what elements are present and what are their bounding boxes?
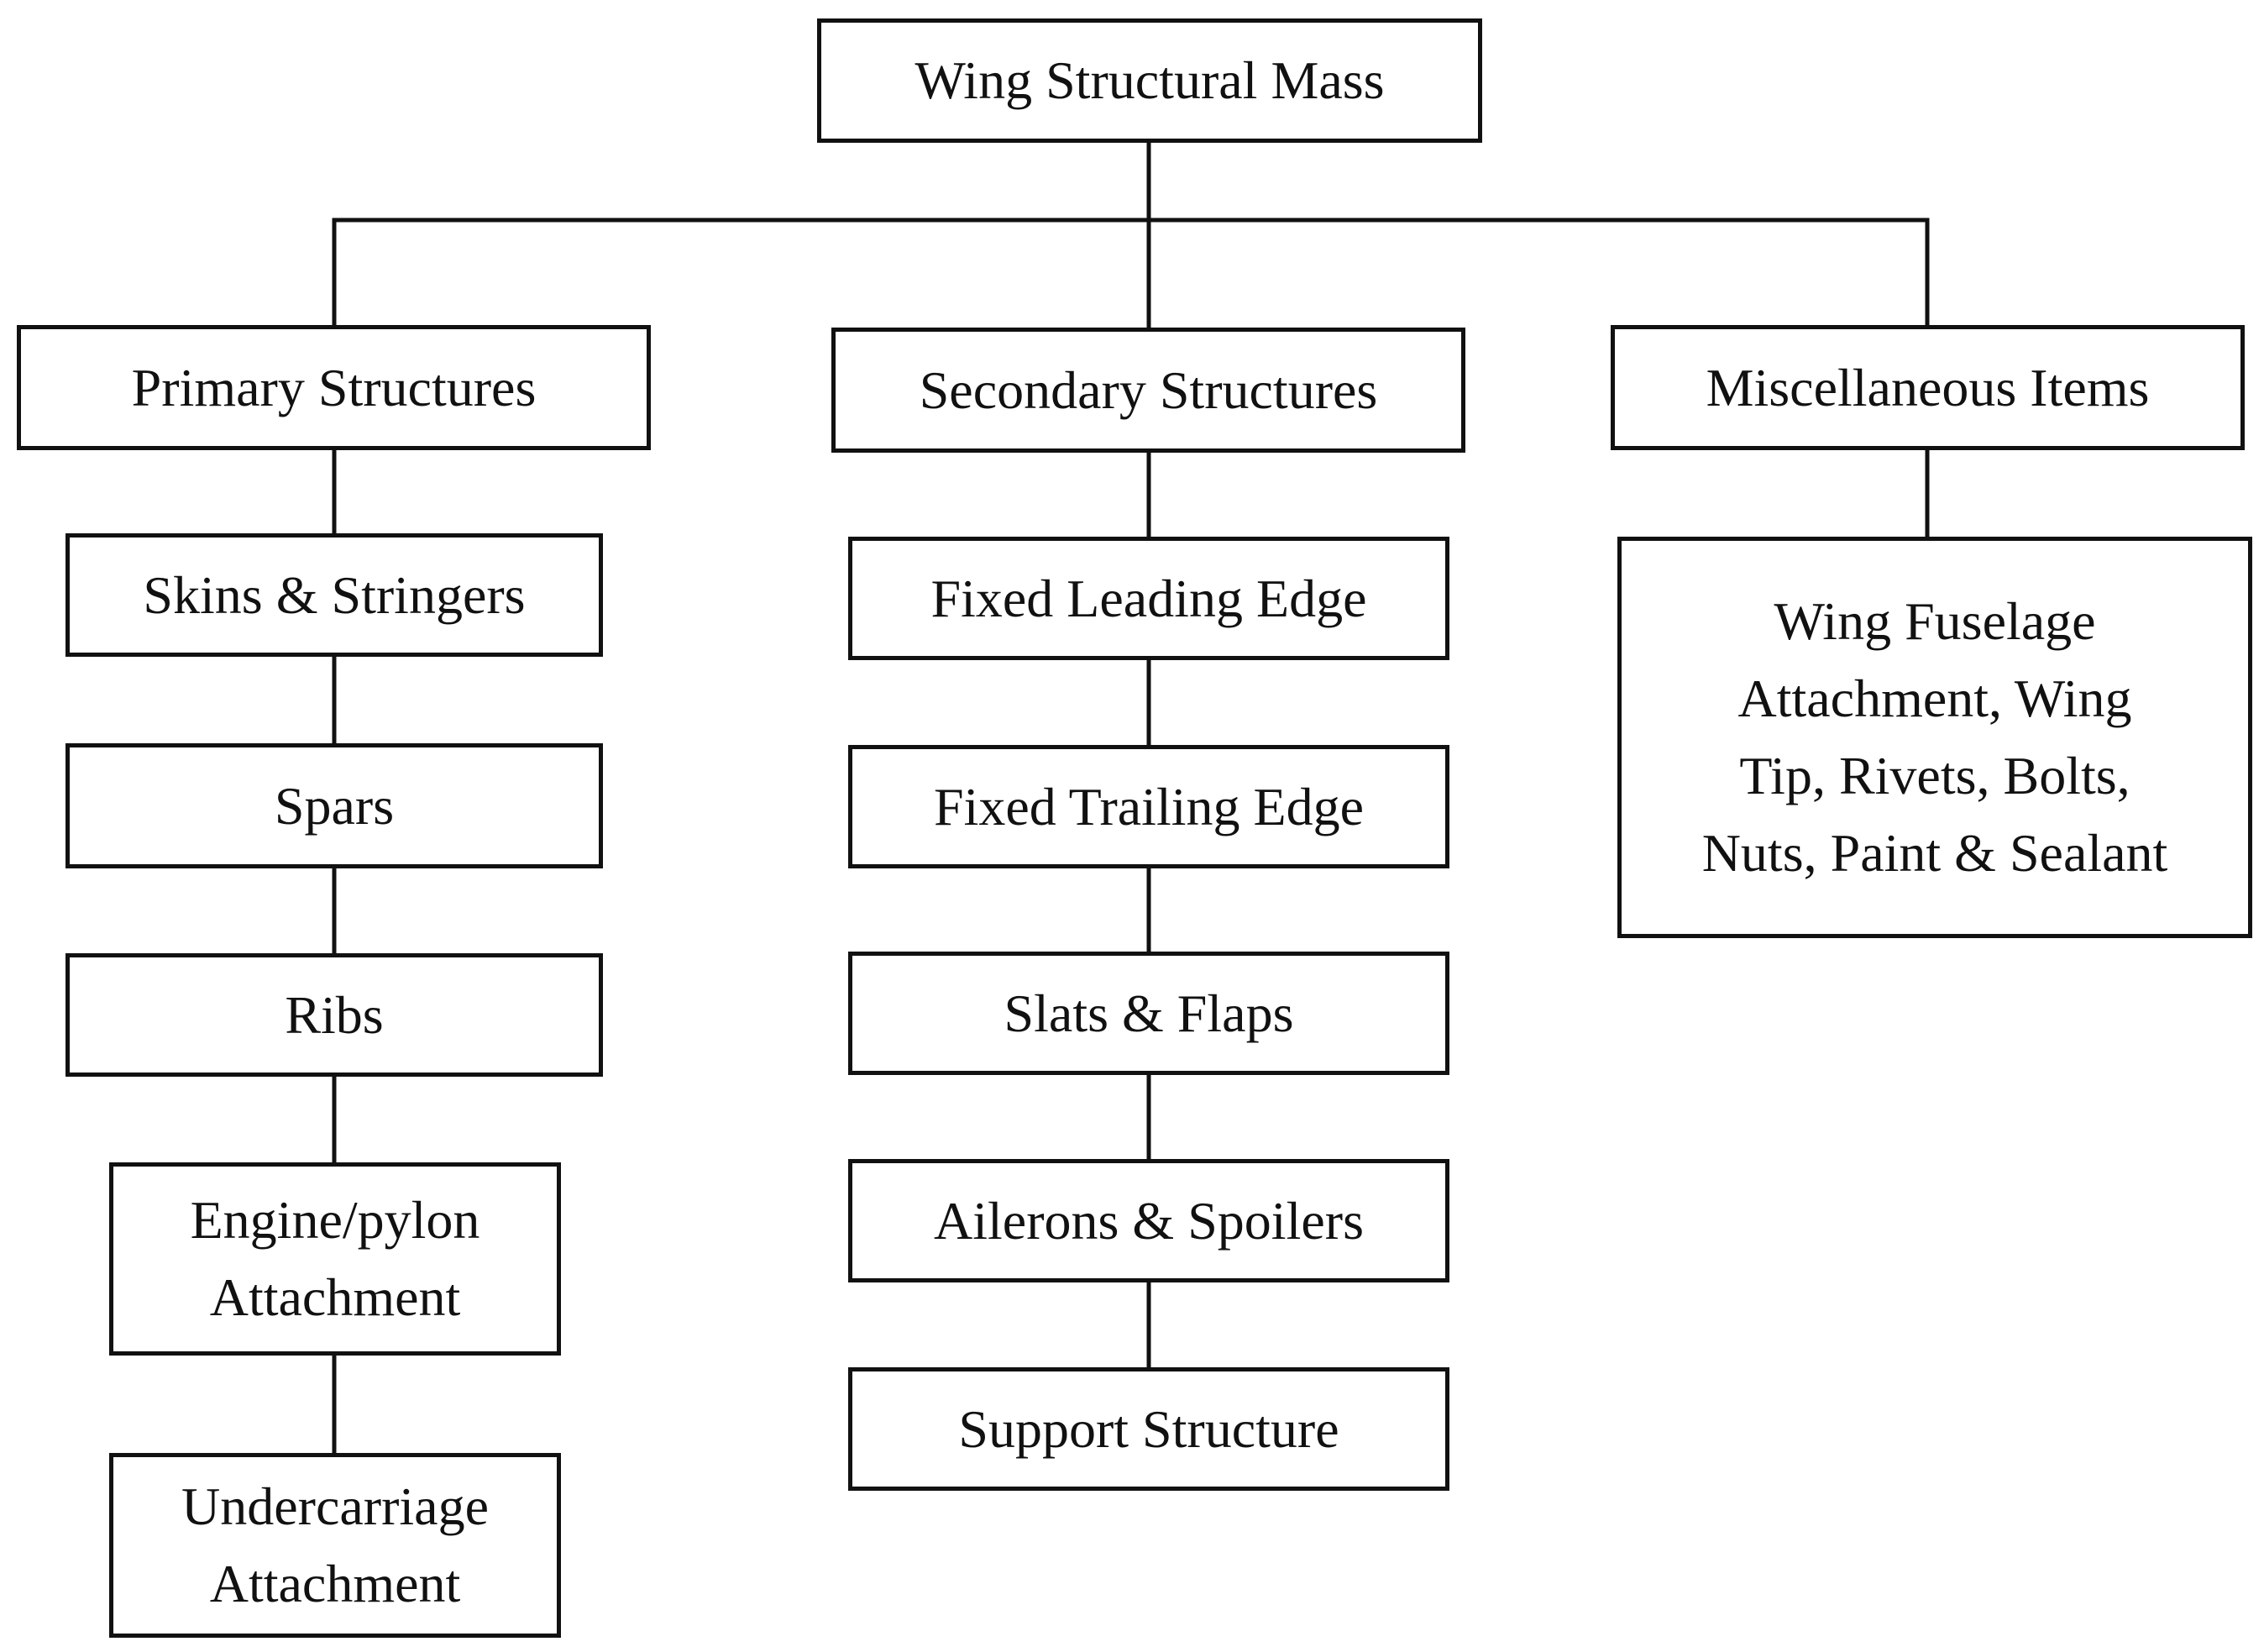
secondary-structures-node: Secondary Structures: [831, 328, 1465, 453]
primary-item: Engine/pylon Attachment: [109, 1162, 561, 1356]
secondary-item-label: Slats & Flaps: [1004, 983, 1294, 1043]
root-label: Wing Structural Mass: [915, 50, 1385, 110]
misc-item: Wing Fuselage Attachment, Wing Tip, Rive…: [1617, 537, 2252, 938]
primary-item-label: Skins & Stringers: [143, 564, 526, 625]
secondary-item: Slats & Flaps: [848, 952, 1449, 1075]
miscellaneous-items-label: Miscellaneous Items: [1706, 357, 2150, 417]
primary-item-label: Engine/pylon Attachment: [190, 1190, 480, 1327]
primary-structures-node: Primary Structures: [17, 325, 651, 450]
primary-item: Spars: [66, 743, 603, 868]
primary-item: Skins & Stringers: [66, 533, 603, 657]
miscellaneous-items-node: Miscellaneous Items: [1611, 325, 2245, 450]
primary-item-label: Undercarriage Attachment: [181, 1476, 489, 1613]
secondary-item-label: Fixed Trailing Edge: [933, 776, 1365, 836]
secondary-item: Support Structure: [848, 1367, 1449, 1491]
primary-item: Undercarriage Attachment: [109, 1453, 561, 1638]
secondary-item: Fixed Leading Edge: [848, 537, 1449, 660]
secondary-item: Ailerons & Spoilers: [848, 1159, 1449, 1282]
secondary-item-label: Ailerons & Spoilers: [934, 1190, 1364, 1251]
primary-structures-label: Primary Structures: [131, 357, 537, 417]
secondary-item: Fixed Trailing Edge: [848, 745, 1449, 868]
primary-item-label: Ribs: [285, 984, 384, 1045]
misc-item-label: Wing Fuselage Attachment, Wing Tip, Rive…: [1701, 591, 2168, 883]
secondary-item-label: Fixed Leading Edge: [930, 568, 1367, 628]
root-node: Wing Structural Mass: [817, 18, 1482, 143]
secondary-item-label: Support Structure: [958, 1398, 1339, 1459]
primary-item-label: Spars: [274, 775, 395, 836]
primary-item: Ribs: [66, 953, 603, 1077]
secondary-structures-label: Secondary Structures: [919, 359, 1378, 420]
